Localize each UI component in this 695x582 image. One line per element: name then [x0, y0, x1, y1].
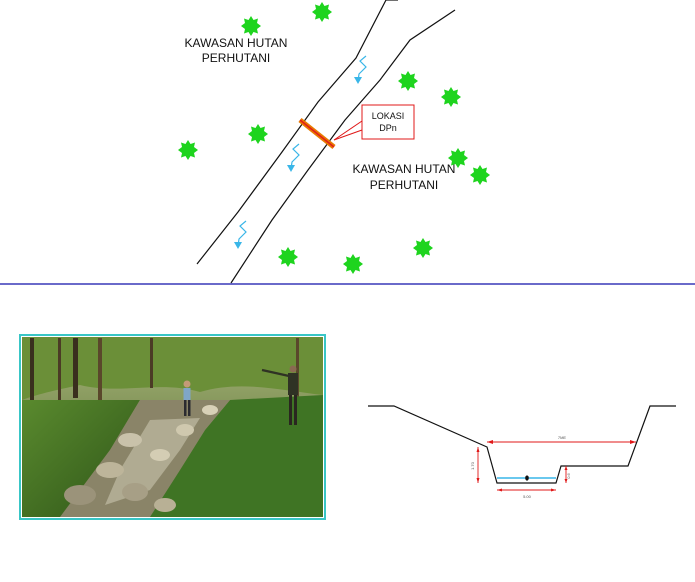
flow-arrow-icon — [233, 220, 247, 250]
tree-icon — [178, 140, 198, 160]
forest-area-label-top: KAWASAN HUTAN — [185, 36, 288, 50]
top-width-label: 7ME — [558, 435, 567, 440]
left-depth-label: 1.70 — [470, 461, 475, 470]
site-map: LOKASI DPn KAWASAN HUTAN PERHUTANI KAWAS… — [178, 0, 490, 284]
tree-icon — [470, 165, 490, 185]
tree-icon — [312, 2, 332, 22]
callout-line-2: DPn — [379, 123, 397, 133]
cross-section-profile — [368, 405, 676, 484]
tree-icon — [413, 238, 433, 258]
bottom-width-label: 5.00 — [523, 494, 532, 499]
weir-location-core — [299, 119, 335, 148]
forest-area-label-bottom: KAWASAN HUTAN — [353, 162, 456, 176]
water-level-marker — [525, 475, 529, 481]
channel-cross-section: 7ME 5.00 1.70 0.6 — [368, 405, 676, 499]
river-right-bank — [230, 9, 456, 284]
flow-arrow-icon — [353, 55, 367, 85]
river-photo — [19, 334, 326, 520]
river-left-bank — [196, 0, 387, 265]
forest-area-label-top-sub: PERHUTANI — [202, 51, 270, 65]
tree-icon — [343, 254, 363, 274]
tree-icon — [248, 124, 268, 144]
tree-icon — [241, 16, 261, 36]
callout-leader — [333, 129, 363, 141]
callout-box — [361, 104, 415, 140]
callout-leader — [333, 120, 363, 141]
forest-area-label-bottom-sub: PERHUTANI — [370, 178, 438, 192]
tree-icon — [278, 247, 298, 267]
tree-icon — [441, 87, 461, 107]
flow-arrow-icon — [286, 143, 300, 173]
right-depth-label: 0.6 — [566, 472, 571, 478]
tree-icon — [398, 71, 418, 91]
callout-line-1: LOKASI — [372, 111, 405, 121]
